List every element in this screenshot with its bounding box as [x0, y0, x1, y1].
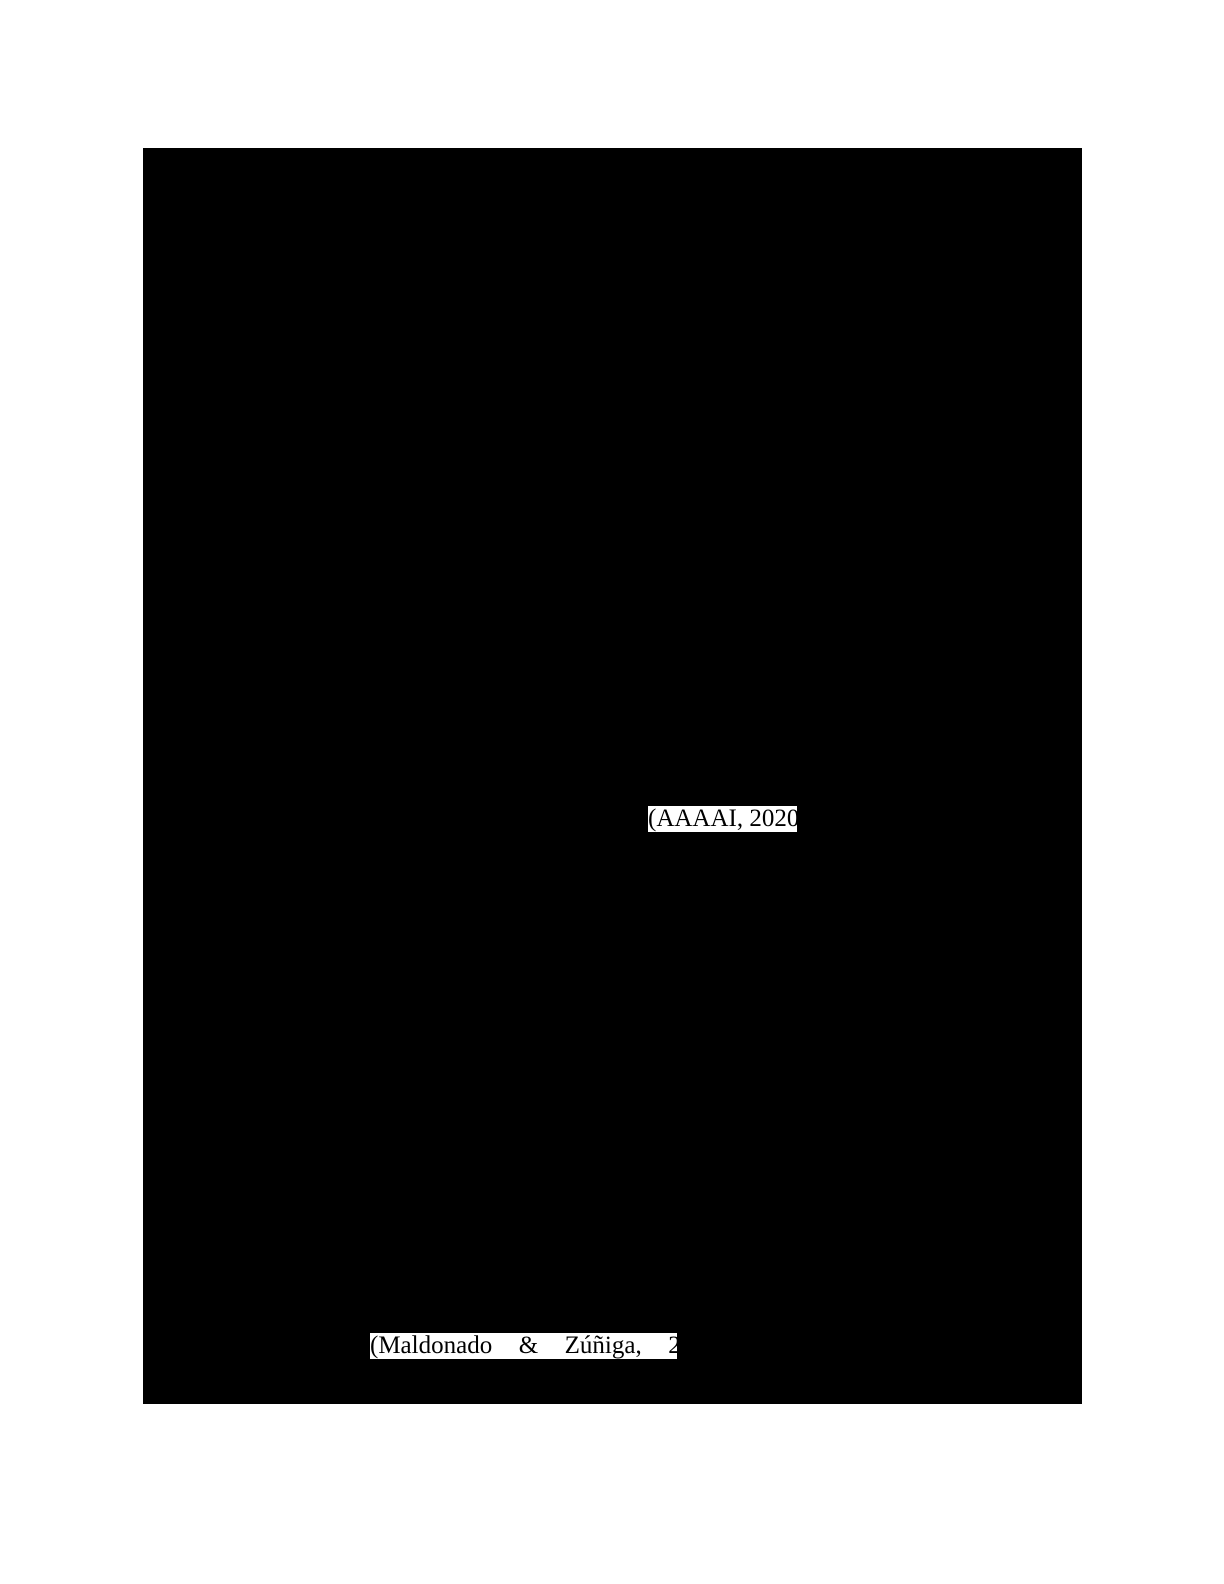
citation-maldonado-zuniga-2019: (Maldonado & Zúñiga, 2019): [370, 1332, 727, 1359]
document-blackout-overlay: [143, 148, 1082, 1404]
citation-aaaai-2020: (AAAAI, 2020): [648, 805, 808, 832]
